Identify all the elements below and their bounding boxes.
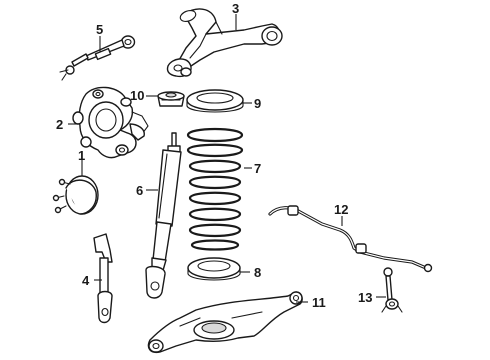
leader-lines (68, 14, 386, 303)
toe-link (59, 35, 136, 81)
stabilizer-link (381, 267, 403, 313)
callouts: 3 5 10 9 2 1 7 6 12 8 4 13 11 (56, 1, 372, 310)
callout-1: 1 (78, 148, 85, 163)
callout-4: 4 (82, 273, 90, 288)
shock-absorber (145, 132, 182, 299)
callout-8: 8 (254, 265, 261, 280)
lower-spring-insulator (187, 257, 241, 281)
stabilizer-bar (268, 205, 433, 273)
callout-7: 7 (254, 161, 261, 176)
knuckle (72, 86, 149, 159)
callout-3: 3 (232, 1, 239, 16)
callout-12: 12 (334, 202, 348, 217)
callout-6: 6 (136, 183, 143, 198)
callout-2: 2 (56, 117, 63, 132)
upper-spring-insulator (186, 89, 244, 113)
upper-control-arm (166, 8, 283, 78)
coil-spring (186, 127, 244, 251)
lower-control-arm (147, 291, 303, 354)
upper-mount (157, 91, 185, 107)
lower-lateral-link (93, 233, 113, 324)
callout-13: 13 (358, 290, 372, 305)
callout-5: 5 (96, 22, 103, 37)
callout-9: 9 (254, 96, 261, 111)
hub-bearing (52, 175, 99, 215)
callout-10: 10 (130, 88, 144, 103)
callout-11: 11 (312, 295, 326, 310)
